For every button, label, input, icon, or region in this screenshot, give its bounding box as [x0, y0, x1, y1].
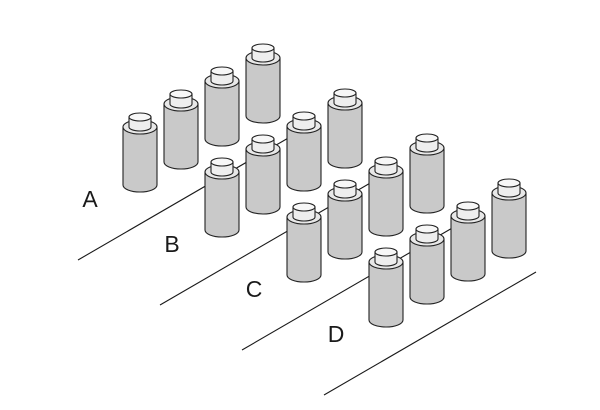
bottle-body	[327, 102, 363, 169]
bottle-body	[368, 261, 404, 328]
bottle-row-b-3	[286, 111, 322, 192]
bottle-row-c-3	[368, 156, 404, 237]
bottle-row-c-2	[327, 179, 363, 260]
bottle-cap-top	[415, 224, 439, 234]
bottle-cap-top	[374, 247, 398, 257]
bottle-body	[450, 215, 486, 282]
row-label-d: D	[328, 321, 345, 347]
bottle-cap-top	[333, 179, 357, 189]
row-label-c: C	[246, 276, 263, 302]
bottle-row-d-4	[491, 178, 527, 259]
bottle-cap-top	[169, 89, 193, 99]
bottle-row-b-2	[245, 134, 281, 215]
bottle-body	[368, 170, 404, 237]
bottle-cap-top	[210, 157, 234, 167]
bottle-row-a-1	[122, 112, 158, 193]
bottle-row-d-2	[409, 224, 445, 305]
bottle-body	[409, 147, 445, 214]
bottle-row-b-1	[204, 157, 240, 238]
row-labels: A B C D	[82, 186, 344, 347]
bottle-cap-top	[456, 201, 480, 211]
bottle-cap-top	[415, 133, 439, 143]
bottle-body	[409, 238, 445, 305]
bottle-body	[491, 192, 527, 259]
bottle-body	[122, 126, 158, 193]
bottle-body	[204, 80, 240, 147]
bottle-row-b-4	[327, 88, 363, 169]
bottle-row-a-2	[163, 89, 199, 170]
bottle-cap-top	[292, 111, 316, 121]
bottle-cap-top	[292, 202, 316, 212]
row-label-b: B	[164, 231, 179, 257]
bottle-body	[245, 148, 281, 215]
bottle-cap-top	[497, 178, 521, 188]
bottle-body	[163, 103, 199, 170]
bottle-cap-top	[374, 156, 398, 166]
bottle-row-d-3	[450, 201, 486, 282]
bottle-body	[245, 57, 281, 124]
bottle-cap-top	[128, 112, 152, 122]
bottle-body	[286, 125, 322, 192]
bottle-cap-top	[333, 88, 357, 98]
bottle-row-d-1	[368, 247, 404, 328]
bottles	[122, 43, 527, 328]
bottle-body	[204, 171, 240, 238]
row-line-d	[323, 271, 537, 396]
bottle-cap-top	[251, 134, 275, 144]
bottle-row-a-3	[204, 66, 240, 147]
bottle-row-c-1	[286, 202, 322, 283]
bottle-cap-top	[251, 43, 275, 53]
bottle-body	[286, 216, 322, 283]
bottle-body	[327, 193, 363, 260]
bottle-row-a-4	[245, 43, 281, 124]
row-label-a: A	[82, 186, 98, 212]
bottle-row-c-4	[409, 133, 445, 214]
bottle-cap-top	[210, 66, 234, 76]
